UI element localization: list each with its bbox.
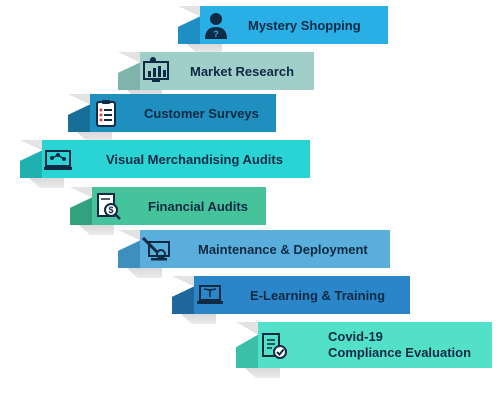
step-label: Covid-19 Compliance Evaluation <box>328 322 471 368</box>
dollar-document-icon: $ <box>92 190 124 222</box>
laptop-book-icon <box>194 279 226 311</box>
step-label: E-Learning & Training <box>250 287 386 303</box>
step-label: Financial Audits <box>148 198 248 214</box>
network-monitor-icon <box>42 143 74 175</box>
step-label: Market Research <box>190 63 295 79</box>
svg-text:$: $ <box>108 205 113 215</box>
step-label-line1: Covid-19 <box>328 329 383 344</box>
step-customer-surveys: Customer Surveys <box>68 94 276 142</box>
person-question-icon: ? <box>200 9 232 41</box>
bar-maintenance-deployment <box>140 230 390 268</box>
svg-text:?: ? <box>213 29 219 39</box>
step-visual-merchandising-audits: Visual Merchandising Audits <box>20 140 310 188</box>
bar-mystery-shopping <box>200 6 388 44</box>
step-maintenance-deployment: Maintenance & Deployment <box>118 230 390 278</box>
step-label: Maintenance & Deployment <box>198 241 368 257</box>
bar-customer-surveys <box>90 94 276 132</box>
step-label-line2: Compliance Evaluation <box>328 345 472 360</box>
step-e-learning-training: E-Learning & Training <box>172 276 410 324</box>
checklist-icon <box>258 329 290 361</box>
step-covid-compliance: Covid-19 Compliance Evaluation <box>236 322 492 378</box>
bar-visual-merchandising-audits <box>42 140 310 178</box>
step-financial-audits: $ Financial Audits <box>70 187 266 235</box>
bar-e-learning-training <box>194 276 410 314</box>
chart-monitor-icon <box>140 55 172 87</box>
step-label: Visual Merchandising Audits <box>106 151 283 167</box>
step-label: Mystery Shopping <box>248 17 361 33</box>
bar-financial-audits <box>92 187 266 225</box>
tools-monitor-icon <box>140 233 172 265</box>
bar-covid-compliance <box>258 322 492 368</box>
step-market-research: Market Research <box>118 52 314 100</box>
step-label: Customer Surveys <box>144 105 259 121</box>
clipboard-icon <box>90 97 122 129</box>
step-mystery-shopping: ? Mystery Shopping <box>178 6 388 54</box>
